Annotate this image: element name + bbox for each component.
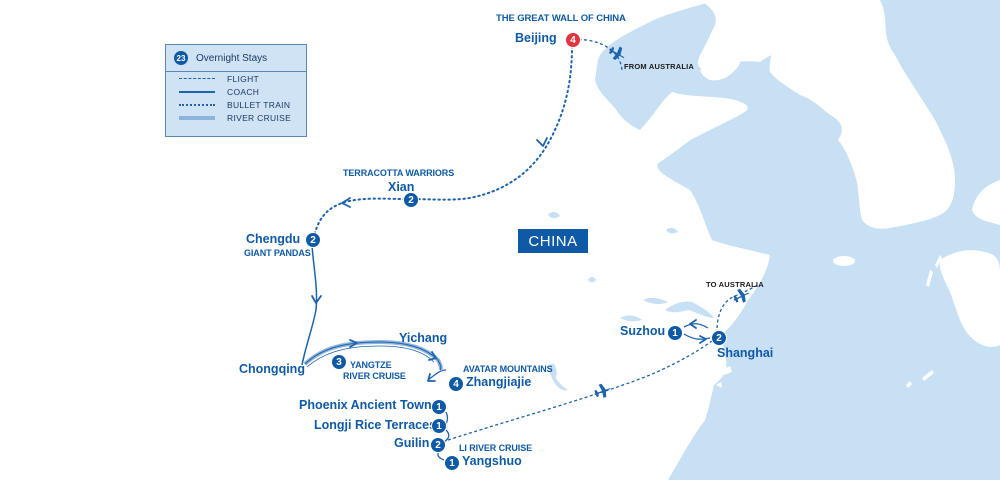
flight-departure-label: TO AUSTRALIA (706, 280, 764, 289)
flight-guilin-shanghai (447, 337, 717, 441)
flight-arrival-label: FROM AUSTRALIA (624, 62, 695, 71)
city-zhangjiajie[interactable]: Zhangjiajie (466, 375, 532, 389)
nights-badge-shanghai: 2 (711, 330, 727, 346)
city-beijing[interactable]: Beijing (515, 31, 557, 45)
city-yangshuo[interactable]: Yangshuo (462, 454, 522, 468)
legend-label: COACH (227, 86, 260, 97)
beijing-highlight: THE GREAT WALL OF CHINA (496, 13, 626, 24)
arrow-icon (689, 319, 697, 329)
legend: 23 Overnight Stays FLIGHT COACH BULLET T… (165, 44, 307, 137)
arrow-icon (311, 295, 322, 304)
nights-badge-guilin: 2 (430, 437, 446, 453)
train-beijing-xian (411, 45, 573, 201)
city-guilin[interactable]: Guilin (394, 436, 430, 450)
nights-badge-river-cruise: 3 (331, 354, 347, 370)
flight-arrival-path (572, 38, 623, 73)
plane-icon (733, 288, 750, 303)
zhangjiajie-highlight: AVATAR MOUNTAINS (463, 364, 553, 374)
arrow-icon (341, 197, 351, 208)
legend-item-bullet-train: BULLET TRAIN (166, 98, 306, 111)
nights-badge-chengdu: 2 (305, 232, 321, 248)
nights-badge-phoenix: 1 (431, 399, 447, 415)
nights-badge-longji: 1 (431, 418, 447, 434)
dashed-line-icon (179, 78, 215, 79)
plane-icon (594, 383, 611, 398)
nights-badge-zhangjiajie: 4 (448, 376, 464, 392)
river-cruise-line2: RIVER CRUISE (343, 371, 406, 381)
city-xian[interactable]: Xian (388, 180, 415, 194)
country-label: CHINA (518, 229, 588, 253)
legend-label: FLIGHT (227, 73, 260, 84)
train-xian-chengdu (313, 197, 406, 237)
nights-badge-beijing: 4 (565, 32, 581, 48)
guilin-highlight: LI RIVER CRUISE (459, 443, 533, 453)
land (640, 0, 1000, 388)
legend-title: Overnight Stays (196, 52, 268, 64)
chengdu-highlight: GIANT PANDAS (244, 248, 311, 258)
thick-line-icon (179, 115, 215, 120)
city-yichang[interactable]: Yichang (399, 331, 448, 345)
city-shanghai[interactable]: Shanghai (717, 346, 774, 360)
legend-header: 23 Overnight Stays (166, 45, 306, 72)
direction-arrows (311, 137, 707, 382)
city-phoenix-ancient-town[interactable]: Phoenix Ancient Town (299, 398, 432, 412)
nights-badge-yangshuo: 1 (444, 455, 460, 471)
legend-item-coach: COACH (166, 85, 306, 98)
arrow-icon (428, 351, 437, 361)
inland-water (548, 212, 714, 391)
plane-icon (608, 46, 625, 61)
coach-suzhou-shanghai (683, 323, 709, 329)
arrow-icon (536, 137, 548, 147)
arrow-icon (699, 335, 707, 344)
river-cruise-line (303, 339, 443, 372)
river-cruise-line1: YANGTZE (350, 360, 392, 370)
coach-zhangjiajie-phoenix (427, 369, 447, 381)
city-longji-rice-terraces[interactable]: Longji Rice Terraces (314, 418, 437, 432)
coach-shanghai-suzhou (683, 333, 711, 340)
arrow-icon (349, 339, 358, 348)
city-chongqing[interactable]: Chongqing (239, 362, 305, 376)
coach-chengdu-chongqing (301, 245, 318, 366)
total-nights-badge: 23 (174, 51, 188, 65)
solid-line-icon (179, 90, 215, 93)
legend-item-river-cruise: RIVER CRUISE (166, 111, 306, 124)
dotted-line-icon (179, 103, 215, 106)
plane-icons (594, 46, 750, 398)
city-chengdu[interactable]: Chengdu (246, 232, 301, 246)
legend-label: RIVER CRUISE (227, 112, 292, 123)
legend-item-flight: FLIGHT (166, 72, 306, 85)
city-suzhou[interactable]: Suzhou (620, 324, 666, 338)
xian-highlight: TERRACOTTA WARRIORS (343, 168, 455, 178)
nights-badge-suzhou: 1 (667, 325, 683, 341)
nights-badge-xian: 2 (403, 192, 419, 208)
legend-label: BULLET TRAIN (227, 99, 291, 110)
arrow-icon (427, 373, 436, 382)
